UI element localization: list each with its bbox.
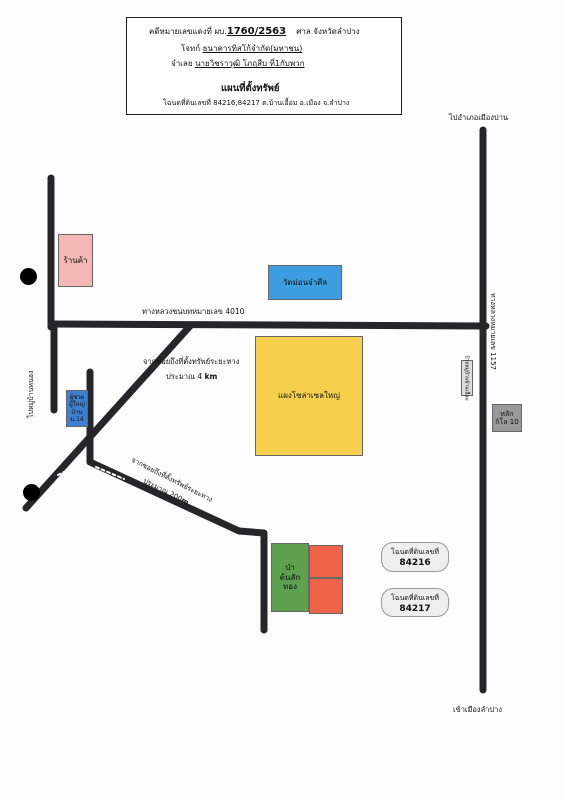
map-marker-upper-left	[20, 268, 37, 285]
map-title: แผนที่ตั้งทรัพย์	[221, 83, 280, 94]
village-head-line1: ผู้ช่วย	[69, 394, 85, 402]
deed2-number: 84217	[399, 604, 431, 614]
dest-top-right: ไปอำเภอเมืองปาน	[449, 113, 509, 122]
temple-block: วัดม่อนจำศีล	[268, 265, 342, 300]
plaintiff-label: โจทก์	[181, 44, 201, 53]
km-marker: หลักกิโล 10	[492, 404, 522, 432]
highway-4010-label: ทางหลวงชนบทหมายเลข 4010	[142, 307, 245, 316]
deed2-label: โฉนดที่ดินเลขที่	[391, 594, 439, 602]
case-prefix: คดีหมายเลขแดงที่ ผบ.	[149, 27, 227, 36]
village-head-block: ผู้ช่วยผู้ใหญ่บ้านม.14	[66, 390, 88, 427]
teak-forest-line3: ทอง	[283, 582, 297, 592]
deed-callout-84216: โฉนดที่ดินเลขที่ 84216	[381, 542, 449, 572]
km-marker-text: หลักกิโล 10	[495, 410, 518, 427]
teak-forest-line2: ต้นสัก	[279, 572, 301, 582]
defendant-line: จำเลย นายวิชราวุฒิ โภฤสีบ ที่1กับพวก	[171, 57, 305, 70]
defendant-name: นายวิชราวุฒิ โภฤสีบ ที่1กับพวก	[195, 59, 305, 68]
junction-distance-value: ประมาณ 4	[166, 372, 203, 381]
dest-bottom-right: เข้าเมืองลำปาง	[453, 705, 503, 714]
plaintiff-line: โจทก์ ธนาคารทิสโก้จำกัด(มหาชน)	[181, 42, 302, 55]
village-head-text: ผู้ช่วยผู้ใหญ่บ้านม.14	[67, 394, 87, 423]
junction-distance-unit: km	[204, 372, 218, 381]
km-marker-line2: กิโล 10	[495, 418, 519, 426]
deed-callout-84217: โฉนดที่ดินเลขที่ 84217	[381, 588, 449, 617]
village-head-line2: ผู้ใหญ่บ้าน	[69, 401, 85, 416]
road-highway-4010	[50, 320, 490, 330]
case-line: คดีหมายเลขแดงที่ ผบ.1760/2563 ศาล จังหวั…	[149, 25, 360, 38]
village-sign-text: ป้ายหมู่บ้านบ้านเอื้อม	[464, 355, 470, 401]
teak-forest-line1: ป่า	[285, 563, 295, 573]
property-84217	[309, 578, 343, 614]
highway-1157-label: ทางหลวงหมายเลข 1157	[489, 293, 497, 370]
rail-right	[95, 466, 125, 480]
title-block: คดีหมายเลขแดงที่ ผบ.1760/2563 ศาล จังหวั…	[126, 17, 402, 115]
deeds-line: โฉนดที่ดินเลขที่ 84216,84217 ต.บ้านเอื้อ…	[163, 99, 350, 107]
left-road-label: ไปหมู่บ้านหนอง	[27, 370, 35, 418]
rail-left	[57, 461, 85, 476]
village-sign: ป้ายหมู่บ้านบ้านเอื้อม	[461, 355, 473, 401]
junction-distance-line1: จากซอยถึงที่ตั้งทรัพย์ระยะทาง	[143, 357, 240, 366]
road-left-vertical	[47, 174, 58, 414]
map-marker-lower-left	[23, 484, 40, 501]
deed1-label: โฉนดที่ดินเลขที่	[391, 548, 439, 556]
plaintiff-name: ธนาคารทิสโก้จำกัด(มหาชน)	[202, 44, 303, 53]
km-marker-line1: หลัก	[500, 409, 514, 418]
junction-distance: ประมาณ 4 km	[166, 371, 217, 383]
solar-farm-block: แผงโซล่าเซลใหญ่	[255, 336, 363, 456]
property-84216	[309, 545, 343, 578]
village-head-line3: ม.14	[70, 415, 84, 423]
court-name: ศาล จังหวัดลำปาง	[296, 27, 360, 36]
teak-forest-block: ป่าต้นสักทอง	[271, 543, 309, 612]
deed1-number: 84216	[399, 558, 431, 568]
road-to-property	[86, 458, 268, 634]
teak-forest-text: ป่าต้นสักทอง	[280, 563, 300, 592]
road-diagonal-junction	[22, 322, 194, 512]
shop-block: ร้านค้า	[58, 234, 93, 287]
case-number: 1760/2563	[226, 26, 287, 37]
defendant-label: จำเลย	[171, 59, 193, 68]
